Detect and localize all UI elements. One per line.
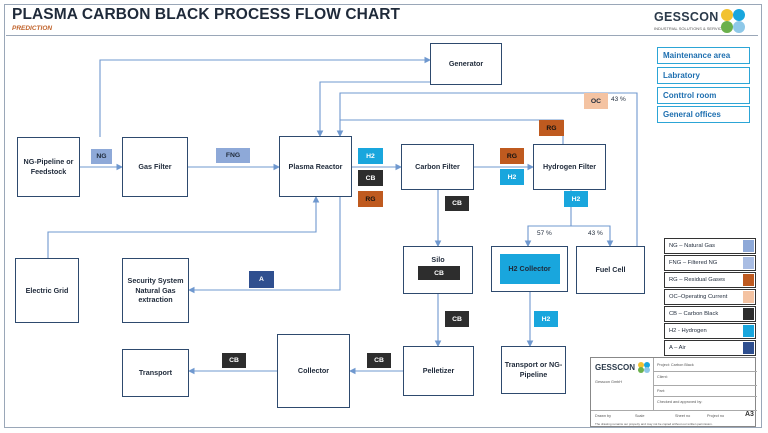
title-block-divider bbox=[653, 385, 757, 386]
title-block-checked: Checked and approved by: bbox=[657, 400, 703, 404]
drawing-frame bbox=[4, 4, 762, 428]
collector-box[interactable]: Collector bbox=[277, 334, 350, 408]
title-block-logo-icon bbox=[638, 362, 650, 373]
legend: NG – Natural Gas FNG – Filtered NG RG – … bbox=[664, 238, 756, 357]
gas-filter-box[interactable]: Gas Filter bbox=[122, 137, 188, 197]
tag-carbon-h2: H2 bbox=[500, 169, 524, 185]
carbon-filter-box[interactable]: Carbon Filter bbox=[401, 144, 474, 190]
tag-silo-pelletizer-cb: CB bbox=[445, 311, 469, 327]
legend-label: A – Air bbox=[669, 345, 686, 351]
tag-ng: NG bbox=[91, 149, 112, 164]
tag-plasma-h2: H2 bbox=[358, 148, 383, 164]
tag-pelletizer-cb: CB bbox=[367, 353, 391, 368]
tag-carbon-rg: RG bbox=[500, 148, 524, 164]
area-maintenance[interactable]: Maintenance area bbox=[657, 47, 750, 64]
collector-percent: 57 % bbox=[537, 230, 552, 237]
tag-collector-cb: CB bbox=[222, 353, 246, 368]
legend-row: A – Air bbox=[664, 340, 756, 356]
legend-row: FNG – Filtered NG bbox=[664, 255, 756, 271]
legend-label: OC–Operating Current bbox=[669, 294, 728, 300]
title-block-divider bbox=[653, 358, 654, 410]
generator-box[interactable]: Generator bbox=[430, 43, 502, 85]
title-block: GESSCON Gesscon GmbH Project: Carbon Bla… bbox=[590, 357, 757, 427]
security-system-box[interactable]: Security System Natural Gas extraction bbox=[122, 258, 189, 323]
legend-swatch bbox=[743, 257, 754, 269]
area-general-offices[interactable]: General offices bbox=[657, 106, 750, 123]
tag-hydrogen-h2: H2 bbox=[564, 191, 588, 207]
silo-label: Silo bbox=[431, 255, 445, 264]
transport-box[interactable]: Transport bbox=[122, 349, 189, 397]
plasma-reactor-box[interactable]: Plasma Reactor bbox=[279, 136, 352, 197]
tag-collector-h2: H2 bbox=[534, 311, 558, 327]
tag-air: A bbox=[249, 271, 274, 288]
legend-label: NG – Natural Gas bbox=[669, 243, 716, 249]
title-block-project: Project: Carbon Black bbox=[657, 363, 694, 367]
electric-grid-box[interactable]: Electric Grid bbox=[15, 258, 79, 323]
title-block-part: Part: bbox=[657, 389, 666, 393]
pelletizer-box[interactable]: Pelletizer bbox=[403, 346, 474, 396]
title-block-size: A3 bbox=[745, 411, 754, 418]
header-divider bbox=[6, 35, 758, 36]
title-block-logo: GESSCON bbox=[595, 363, 636, 372]
hydrogen-filter-box[interactable]: Hydrogen Filter bbox=[533, 144, 606, 190]
company-logo-icon bbox=[721, 9, 745, 33]
title-block-address: Gesscon GmbH bbox=[595, 380, 623, 384]
title-block-divider bbox=[653, 396, 757, 397]
tag-fng: FNG bbox=[216, 148, 250, 163]
legend-label: H2 - Hydrogen bbox=[669, 328, 707, 334]
legend-row: NG – Natural Gas bbox=[664, 238, 756, 254]
ng-pipeline-box[interactable]: NG-Pipeline or Feedstock bbox=[17, 137, 80, 197]
legend-swatch bbox=[743, 308, 754, 320]
transport-ng-pipeline-box[interactable]: Transport or NG-Pipeline bbox=[501, 346, 566, 394]
title-block-client: Client: bbox=[657, 375, 668, 379]
legend-row: H2 - Hydrogen bbox=[664, 323, 756, 339]
title-block-divider bbox=[653, 371, 757, 372]
company-logo-subtitle: INDUSTRIAL SOLUTIONS & SERVICES bbox=[654, 26, 727, 31]
tag-plasma-cb: CB bbox=[358, 170, 383, 186]
tag-silo-cb: CB bbox=[418, 266, 460, 280]
title-block-drawn: Drawn by bbox=[595, 414, 612, 418]
legend-swatch bbox=[743, 325, 754, 337]
page-title: PLASMA CARBON BLACK PROCESS FLOW CHART bbox=[12, 6, 401, 23]
legend-label: FNG – Filtered NG bbox=[669, 260, 718, 266]
company-logo-text: GESSCON bbox=[654, 10, 719, 24]
legend-swatch bbox=[743, 342, 754, 354]
title-block-scale: Scale bbox=[635, 414, 645, 418]
title-block-project-no: Project no bbox=[707, 414, 725, 418]
fuel-cell-box[interactable]: Fuel Cell bbox=[576, 246, 645, 294]
legend-row: CB – Carbon Black bbox=[664, 306, 756, 322]
area-laboratory[interactable]: Labratory bbox=[657, 67, 750, 84]
legend-swatch bbox=[743, 291, 754, 303]
area-control-room[interactable]: Conttrol room bbox=[657, 87, 750, 104]
oc-percent: 43 % bbox=[611, 96, 626, 103]
legend-label: CB – Carbon Black bbox=[669, 311, 719, 317]
legend-label: RG – Residual Gases bbox=[669, 277, 726, 283]
h2-collector-label: H2 Collector bbox=[499, 254, 560, 284]
tag-plasma-rg: RG bbox=[358, 191, 383, 207]
tag-carbon-filter-cb: CB bbox=[445, 196, 469, 211]
title-block-footer: The drawing remains our property and may… bbox=[595, 422, 713, 426]
legend-swatch bbox=[743, 240, 754, 252]
h2-collector-box[interactable]: H2 Collector bbox=[491, 246, 568, 292]
page-subtitle: PREDICTION bbox=[12, 25, 53, 32]
tag-hydrogen-rg: RG bbox=[539, 120, 564, 136]
legend-swatch bbox=[743, 274, 754, 286]
legend-row: OC–Operating Current bbox=[664, 289, 756, 305]
title-block-sheet: Sheet no bbox=[675, 414, 691, 418]
title-block-divider bbox=[591, 410, 757, 411]
tag-oc: OC bbox=[584, 93, 608, 109]
fuel-cell-percent: 43 % bbox=[588, 230, 603, 237]
legend-row: RG – Residual Gases bbox=[664, 272, 756, 288]
